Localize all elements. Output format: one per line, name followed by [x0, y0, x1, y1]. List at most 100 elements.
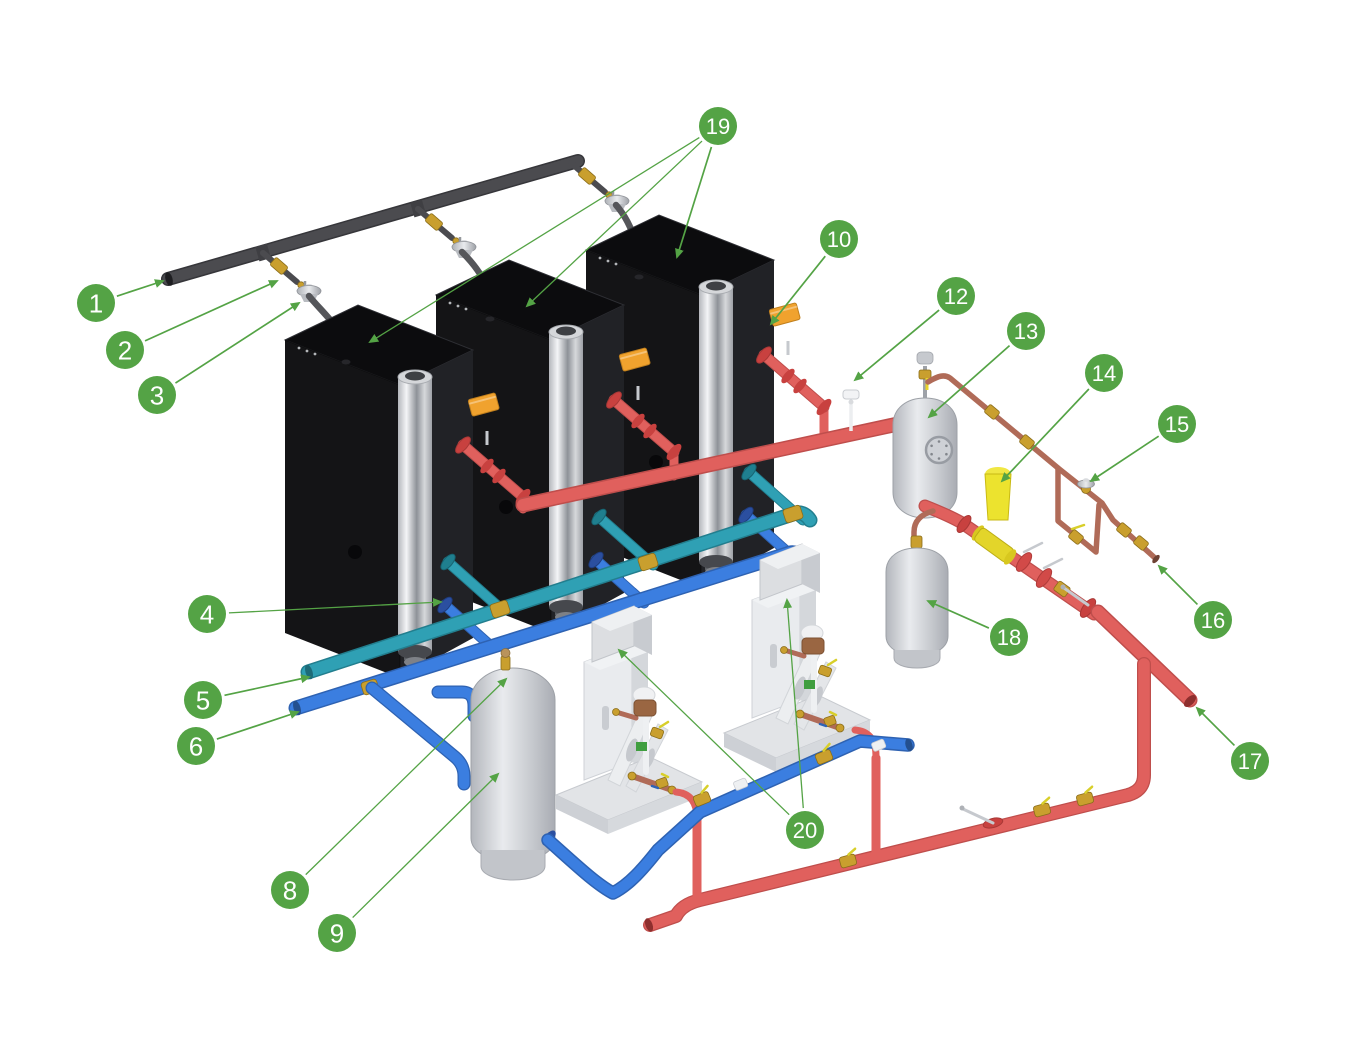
callout-arrow — [305, 677, 508, 876]
callout-10: 10 — [769, 220, 858, 326]
callout-18: 18 — [926, 600, 1028, 656]
callout-circle — [937, 277, 975, 315]
callout-number: 3 — [150, 380, 164, 410]
callout-circle — [271, 871, 309, 909]
callout-13: 13 — [927, 312, 1045, 419]
callout-arrow — [216, 710, 300, 740]
callout-number: 12 — [944, 284, 968, 309]
callout-arrow — [617, 648, 790, 816]
callout-circle — [318, 914, 356, 952]
callout-number: 6 — [189, 731, 203, 761]
prv-and-distribution — [643, 467, 1198, 932]
callout-arrow — [1157, 564, 1199, 606]
callout-number: 5 — [196, 685, 210, 715]
boilers — [284, 214, 775, 679]
callout-arrow — [769, 255, 826, 326]
callout-arrow — [783, 598, 804, 809]
separator-flange — [924, 435, 954, 465]
callout-19: 19 — [368, 107, 737, 344]
skid-blue-run — [541, 734, 915, 900]
callout-number: 19 — [706, 114, 730, 139]
callout-circle — [106, 331, 144, 369]
callout-number: 8 — [283, 875, 297, 905]
callout-circle — [820, 220, 858, 258]
callout-circle — [1158, 405, 1196, 443]
callout-circle — [1194, 601, 1232, 639]
tank-air-vent — [500, 648, 511, 658]
callout-1: 1 — [77, 279, 165, 322]
buffer-tank — [470, 667, 556, 863]
skid-line-open-end — [905, 738, 913, 752]
callout-14: 14 — [1000, 354, 1123, 483]
callout-16: 16 — [1157, 564, 1232, 639]
glycol-feed-skid-2 — [724, 544, 870, 772]
callout-arrow — [144, 280, 279, 342]
glycol-feed-skid-1 — [556, 606, 702, 834]
callout-circle — [138, 376, 176, 414]
gas-valve-regulator-2 — [418, 209, 476, 258]
callout-arrow — [675, 146, 713, 259]
callout-number: 20 — [793, 818, 817, 843]
callout-9: 9 — [318, 772, 500, 952]
air-separator — [892, 397, 958, 519]
expansion-tank — [885, 547, 949, 657]
callout-arrow — [116, 279, 165, 297]
callout-circle — [184, 681, 222, 719]
callout-circle — [786, 811, 824, 849]
callout-arrow — [228, 597, 443, 614]
callout-number: 10 — [827, 227, 851, 252]
callout-circle — [699, 107, 737, 145]
callout-arrow — [1089, 435, 1160, 483]
callout-arrow — [224, 674, 311, 697]
callout-arrow — [368, 137, 700, 344]
air-vent — [916, 351, 934, 365]
supply-run-out — [1092, 606, 1196, 706]
callout-arrow — [927, 344, 1011, 419]
callout-number: 18 — [997, 625, 1021, 650]
callout-6: 6 — [177, 710, 300, 765]
callout-20: 20 — [617, 598, 824, 849]
system-sensor — [842, 389, 860, 400]
callout-17: 17 — [1195, 706, 1269, 780]
callout-number: 16 — [1201, 608, 1225, 633]
expansion-tank-group — [885, 508, 949, 669]
callout-4: 4 — [188, 595, 443, 633]
callout-12: 12 — [853, 277, 975, 382]
callout-circle — [177, 727, 215, 765]
callout-number: 2 — [118, 335, 132, 365]
callout-number: 15 — [1165, 412, 1189, 437]
callout-circle — [990, 618, 1028, 656]
gas-pipe-open-end — [165, 272, 173, 286]
lower-red-header — [644, 658, 1150, 931]
gas-valve-regulator-3 — [571, 163, 629, 212]
tank-feed-branch — [366, 682, 470, 790]
callout-arrow — [352, 772, 500, 919]
callout-arrow — [1000, 388, 1090, 483]
callout-circle — [188, 595, 226, 633]
callout-number: 9 — [330, 918, 344, 948]
callout-number: 17 — [1238, 749, 1262, 774]
callout-number: 14 — [1092, 361, 1116, 386]
makeup-line-open-end — [1152, 554, 1160, 564]
gas-valve-regulator-1 — [263, 253, 321, 302]
callout-3: 3 — [138, 301, 301, 414]
pressure-reducing-valve — [984, 473, 1012, 521]
callout-arrow — [1195, 706, 1236, 747]
buffer-tank-group — [365, 648, 556, 881]
callout-5: 5 — [184, 674, 311, 719]
supply-run-open-end — [1183, 694, 1197, 708]
callout-8: 8 — [271, 677, 508, 909]
callout-15: 15 — [1089, 405, 1196, 483]
callout-arrow — [926, 600, 990, 629]
callout-number: 4 — [200, 599, 214, 629]
callout-2: 2 — [106, 280, 279, 369]
callout-circle — [1231, 742, 1269, 780]
callout-circle — [77, 284, 115, 322]
callout-circle — [1085, 354, 1123, 392]
callout-circle — [1007, 312, 1045, 350]
callout-arrow — [175, 301, 301, 384]
callout-number: 1 — [89, 288, 103, 318]
